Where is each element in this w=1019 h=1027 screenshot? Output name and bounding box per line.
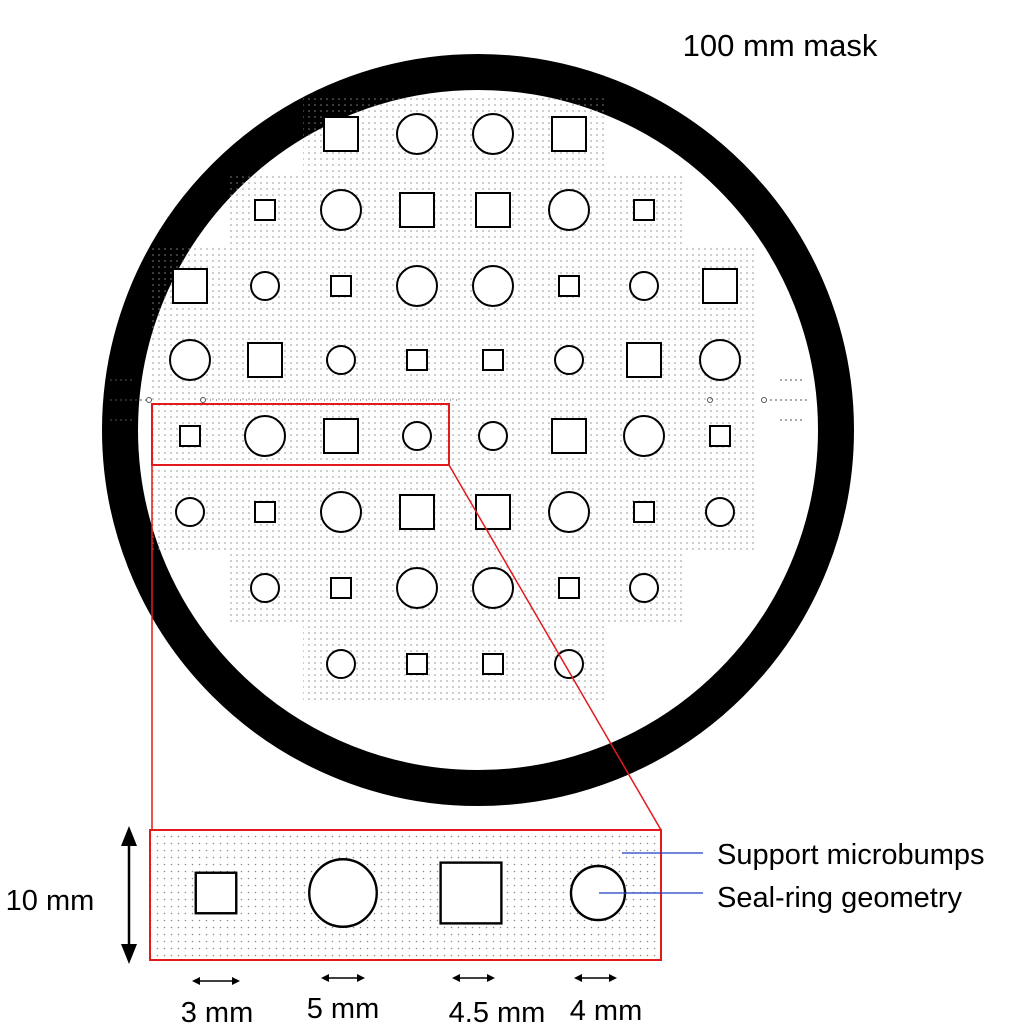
seal-ring-circle [250, 271, 280, 301]
seal-ring-circle [623, 415, 665, 457]
alignment-marks [110, 379, 810, 421]
seal-ring-circle [629, 271, 659, 301]
seal-ring-square [482, 349, 504, 371]
seal-ring-circle [250, 573, 280, 603]
seal-ring-square [406, 653, 428, 675]
seal-ring-square [558, 275, 580, 297]
seal-ring-square [626, 342, 662, 378]
seal-ring-circle [396, 265, 438, 307]
mask-title: 100 mm mask [683, 28, 878, 63]
seal-ring-square [551, 116, 587, 152]
seal-ring-circle [396, 567, 438, 609]
seal-ring-square [406, 349, 428, 371]
seal-ring-square [172, 268, 208, 304]
seal-ring-square [254, 501, 276, 523]
seal-ring-circle [472, 567, 514, 609]
height-dimension-label: 10 mm [6, 885, 95, 917]
seal-ring-circle [548, 491, 590, 533]
seal-ring-square [323, 418, 359, 454]
seal-ring-label: Seal-ring geometry [717, 882, 962, 914]
seal-ring-square [475, 494, 511, 530]
support-microbumps-label: Support microbumps [717, 839, 985, 871]
dim-label-4-5mm: 4.5 mm [449, 997, 546, 1027]
inset-square-feature [439, 861, 503, 925]
seal-ring-circle [472, 113, 514, 155]
seal-ring-circle [244, 415, 286, 457]
seal-ring-circle [396, 113, 438, 155]
seal-ring-circle [169, 339, 211, 381]
seal-ring-circle [699, 339, 741, 381]
seal-ring-circle [175, 497, 205, 527]
seal-ring-circle [326, 649, 356, 679]
seal-ring-square [399, 494, 435, 530]
seal-ring-square [254, 199, 276, 221]
seal-ring-square [475, 192, 511, 228]
zoom-line-right [448, 464, 662, 831]
dim-label-4mm: 4 mm [570, 995, 643, 1027]
seal-ring-square [551, 418, 587, 454]
seal-ring-circle [320, 491, 362, 533]
seal-ring-circle [548, 189, 590, 231]
seal-ring-square [633, 501, 655, 523]
inset-panel [149, 829, 662, 961]
seal-ring-circle [554, 345, 584, 375]
seal-ring-circle [320, 189, 362, 231]
dim-label-3mm: 3 mm [181, 997, 254, 1027]
seal-ring-circle [472, 265, 514, 307]
seal-ring-square [323, 116, 359, 152]
seal-ring-square [709, 425, 731, 447]
dim-label-5mm: 5 mm [307, 993, 380, 1025]
seal-ring-circle [554, 649, 584, 679]
seal-ring-square [330, 275, 352, 297]
seal-ring-square [247, 342, 283, 378]
width-dimension-arrows [192, 974, 617, 985]
seal-ring-circle [705, 497, 735, 527]
inset-square-feature [194, 871, 238, 915]
seal-ring-square [702, 268, 738, 304]
highlight-box [151, 403, 450, 466]
inset-features [194, 858, 627, 928]
seal-ring-circle [326, 345, 356, 375]
seal-ring-circle [402, 421, 432, 451]
inset-circle-feature [308, 858, 378, 928]
die-feature-grid [169, 113, 741, 679]
seal-ring-square [482, 653, 504, 675]
seal-ring-circle [478, 421, 508, 451]
height-dimension-arrow [121, 826, 137, 964]
seal-ring-square [330, 577, 352, 599]
seal-ring-circle [629, 573, 659, 603]
die-tile-grid [152, 96, 758, 702]
seal-ring-square [179, 425, 201, 447]
seal-ring-square [399, 192, 435, 228]
seal-ring-square [633, 199, 655, 221]
seal-ring-square [558, 577, 580, 599]
